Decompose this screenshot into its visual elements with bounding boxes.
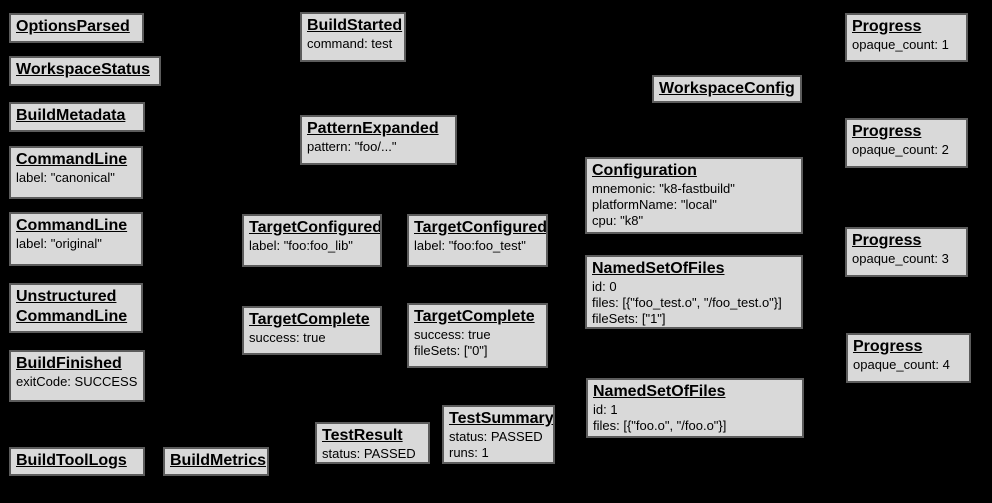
node-pattern-expanded: PatternExpanded pattern: "foo/..." [300,115,457,165]
node-title: WorkspaceStatus [16,61,150,78]
node-build-tool-logs: BuildToolLogs [9,447,145,476]
node-attribute: id: 0 [592,279,617,294]
node-attribute: opaque_count: 4 [853,357,950,372]
node-unstructured-command-line: Unstructured CommandLine [9,283,143,333]
node-test-result: TestResult status: PASSED [315,422,430,464]
node-attribute: label: "original" [16,236,102,251]
node-target-configured-foo-lib: TargetConfigured label: "foo:foo_lib" [242,214,382,267]
node-attribute: opaque_count: 1 [852,37,949,52]
node-attribute: exitCode: SUCCESS [16,374,138,389]
node-attribute: status: PASSED [449,429,543,444]
node-title: TestSummary [449,410,554,427]
node-attribute: status: PASSED [322,446,416,461]
node-title: BuildMetadata [16,107,126,124]
node-title: TargetComplete [249,311,370,328]
node-title: Progress [852,18,922,35]
node-build-finished: BuildFinished exitCode: SUCCESS [9,350,145,402]
node-attribute: files: [{"foo_test.o", "/foo_test.o"}] [592,295,782,310]
node-title: TargetConfigured [414,219,548,236]
node-title: BuildToolLogs [16,452,127,469]
node-command-line-canonical: CommandLine label: "canonical" [9,146,143,199]
node-title: NamedSetOfFiles [593,383,726,400]
node-attribute: cpu: "k8" [592,213,644,228]
node-title: Progress [852,232,922,249]
node-title: NamedSetOfFiles [592,260,725,277]
node-attribute: opaque_count: 3 [852,251,949,266]
node-attribute: success: true [249,330,326,345]
node-configuration: Configuration mnemonic: "k8-fastbuild" p… [585,157,803,234]
node-attribute: label: "canonical" [16,170,115,185]
node-title: CommandLine [16,151,128,168]
node-title: BuildStarted [307,17,403,34]
node-test-summary: TestSummary status: PASSED runs: 1 [442,405,555,464]
node-title: Configuration [592,162,697,179]
node-attribute: label: "foo:foo_lib" [249,238,353,253]
node-attribute: runs: 1 [449,445,489,460]
node-attribute: files: [{"foo.o", "/foo.o"}] [593,418,727,433]
node-title: WorkspaceConfig [659,80,795,97]
node-build-metrics: BuildMetrics [163,447,269,476]
node-title: Progress [852,123,922,140]
node-title: TargetComplete [414,308,535,325]
node-workspace-status: WorkspaceStatus [9,56,161,86]
node-title: BuildFinished [16,355,122,372]
node-title: Progress [853,338,923,355]
node-attribute: success: true [414,327,491,342]
node-attribute: platformName: "local" [592,197,717,212]
node-options-parsed: OptionsParsed [9,13,144,43]
node-title: PatternExpanded [307,120,439,137]
node-attribute: pattern: "foo/..." [307,139,397,154]
node-progress-4: Progress opaque_count: 4 [846,333,971,383]
node-progress-3: Progress opaque_count: 3 [845,227,968,277]
node-target-configured-foo-test: TargetConfigured label: "foo:foo_test" [407,214,548,267]
node-title: CommandLine [16,217,128,234]
node-target-complete-foo-lib: TargetComplete success: true [242,306,382,355]
node-attribute: fileSets: ["1"] [592,311,666,326]
node-attribute: mnemonic: "k8-fastbuild" [592,181,735,196]
node-progress-1: Progress opaque_count: 1 [845,13,968,62]
node-build-started: BuildStarted command: test [300,12,406,62]
node-title: TargetConfigured [249,219,382,236]
node-named-set-of-files-1: NamedSetOfFiles id: 1 files: [{"foo.o", … [586,378,804,438]
node-title: BuildMetrics [170,452,267,469]
node-command-line-original: CommandLine label: "original" [9,212,143,266]
node-named-set-of-files-0: NamedSetOfFiles id: 0 files: [{"foo_test… [585,255,803,329]
node-attribute: fileSets: ["0"] [414,343,488,358]
node-attribute: command: test [307,36,393,51]
node-title: Unstructured CommandLine [16,288,128,325]
node-attribute: label: "foo:foo_test" [414,238,526,253]
node-build-metadata: BuildMetadata [9,102,145,132]
node-title: OptionsParsed [16,18,130,35]
node-attribute: opaque_count: 2 [852,142,949,157]
node-progress-2: Progress opaque_count: 2 [845,118,968,168]
node-workspace-config: WorkspaceConfig [652,75,802,103]
node-target-complete-foo-test: TargetComplete success: true fileSets: [… [407,303,548,368]
node-attribute: id: 1 [593,402,618,417]
node-title: TestResult [322,427,403,444]
